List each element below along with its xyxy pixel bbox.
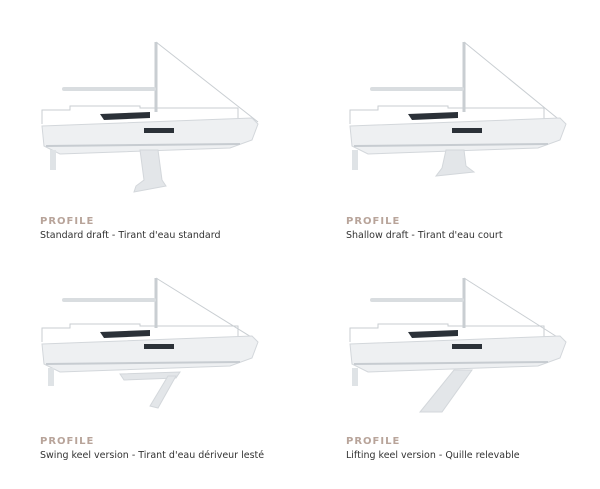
profile-title: PROFILE — [346, 436, 401, 447]
boat-lifting-keel-illustration — [349, 277, 567, 413]
profile-title: PROFILE — [346, 216, 401, 227]
profile-title: PROFILE — [40, 436, 95, 447]
profile-card-shallow: PROFILE Shallow draft - Tirant d'eau cou… — [346, 40, 600, 270]
profile-title: PROFILE — [40, 216, 95, 227]
boat-shallow-draft-illustration — [349, 41, 567, 177]
profile-card-swing-keel: PROFILE Swing keel version - Tirant d'ea… — [40, 258, 310, 488]
profile-description: Swing keel version - Tirant d'eau dérive… — [40, 450, 265, 461]
profile-description: Shallow draft - Tirant d'eau court — [346, 230, 503, 241]
profile-description: Lifting keel version - Quille relevable — [346, 450, 520, 461]
profile-card-standard: PROFILE Standard draft - Tirant d'eau st… — [40, 40, 310, 270]
boat-standard-draft-illustration — [41, 41, 259, 193]
boat-swing-keel-illustration — [41, 277, 259, 409]
profile-description: Standard draft - Tirant d'eau standard — [40, 230, 221, 241]
profile-card-lifting-keel: PROFILE Lifting keel version - Quille re… — [346, 258, 600, 488]
